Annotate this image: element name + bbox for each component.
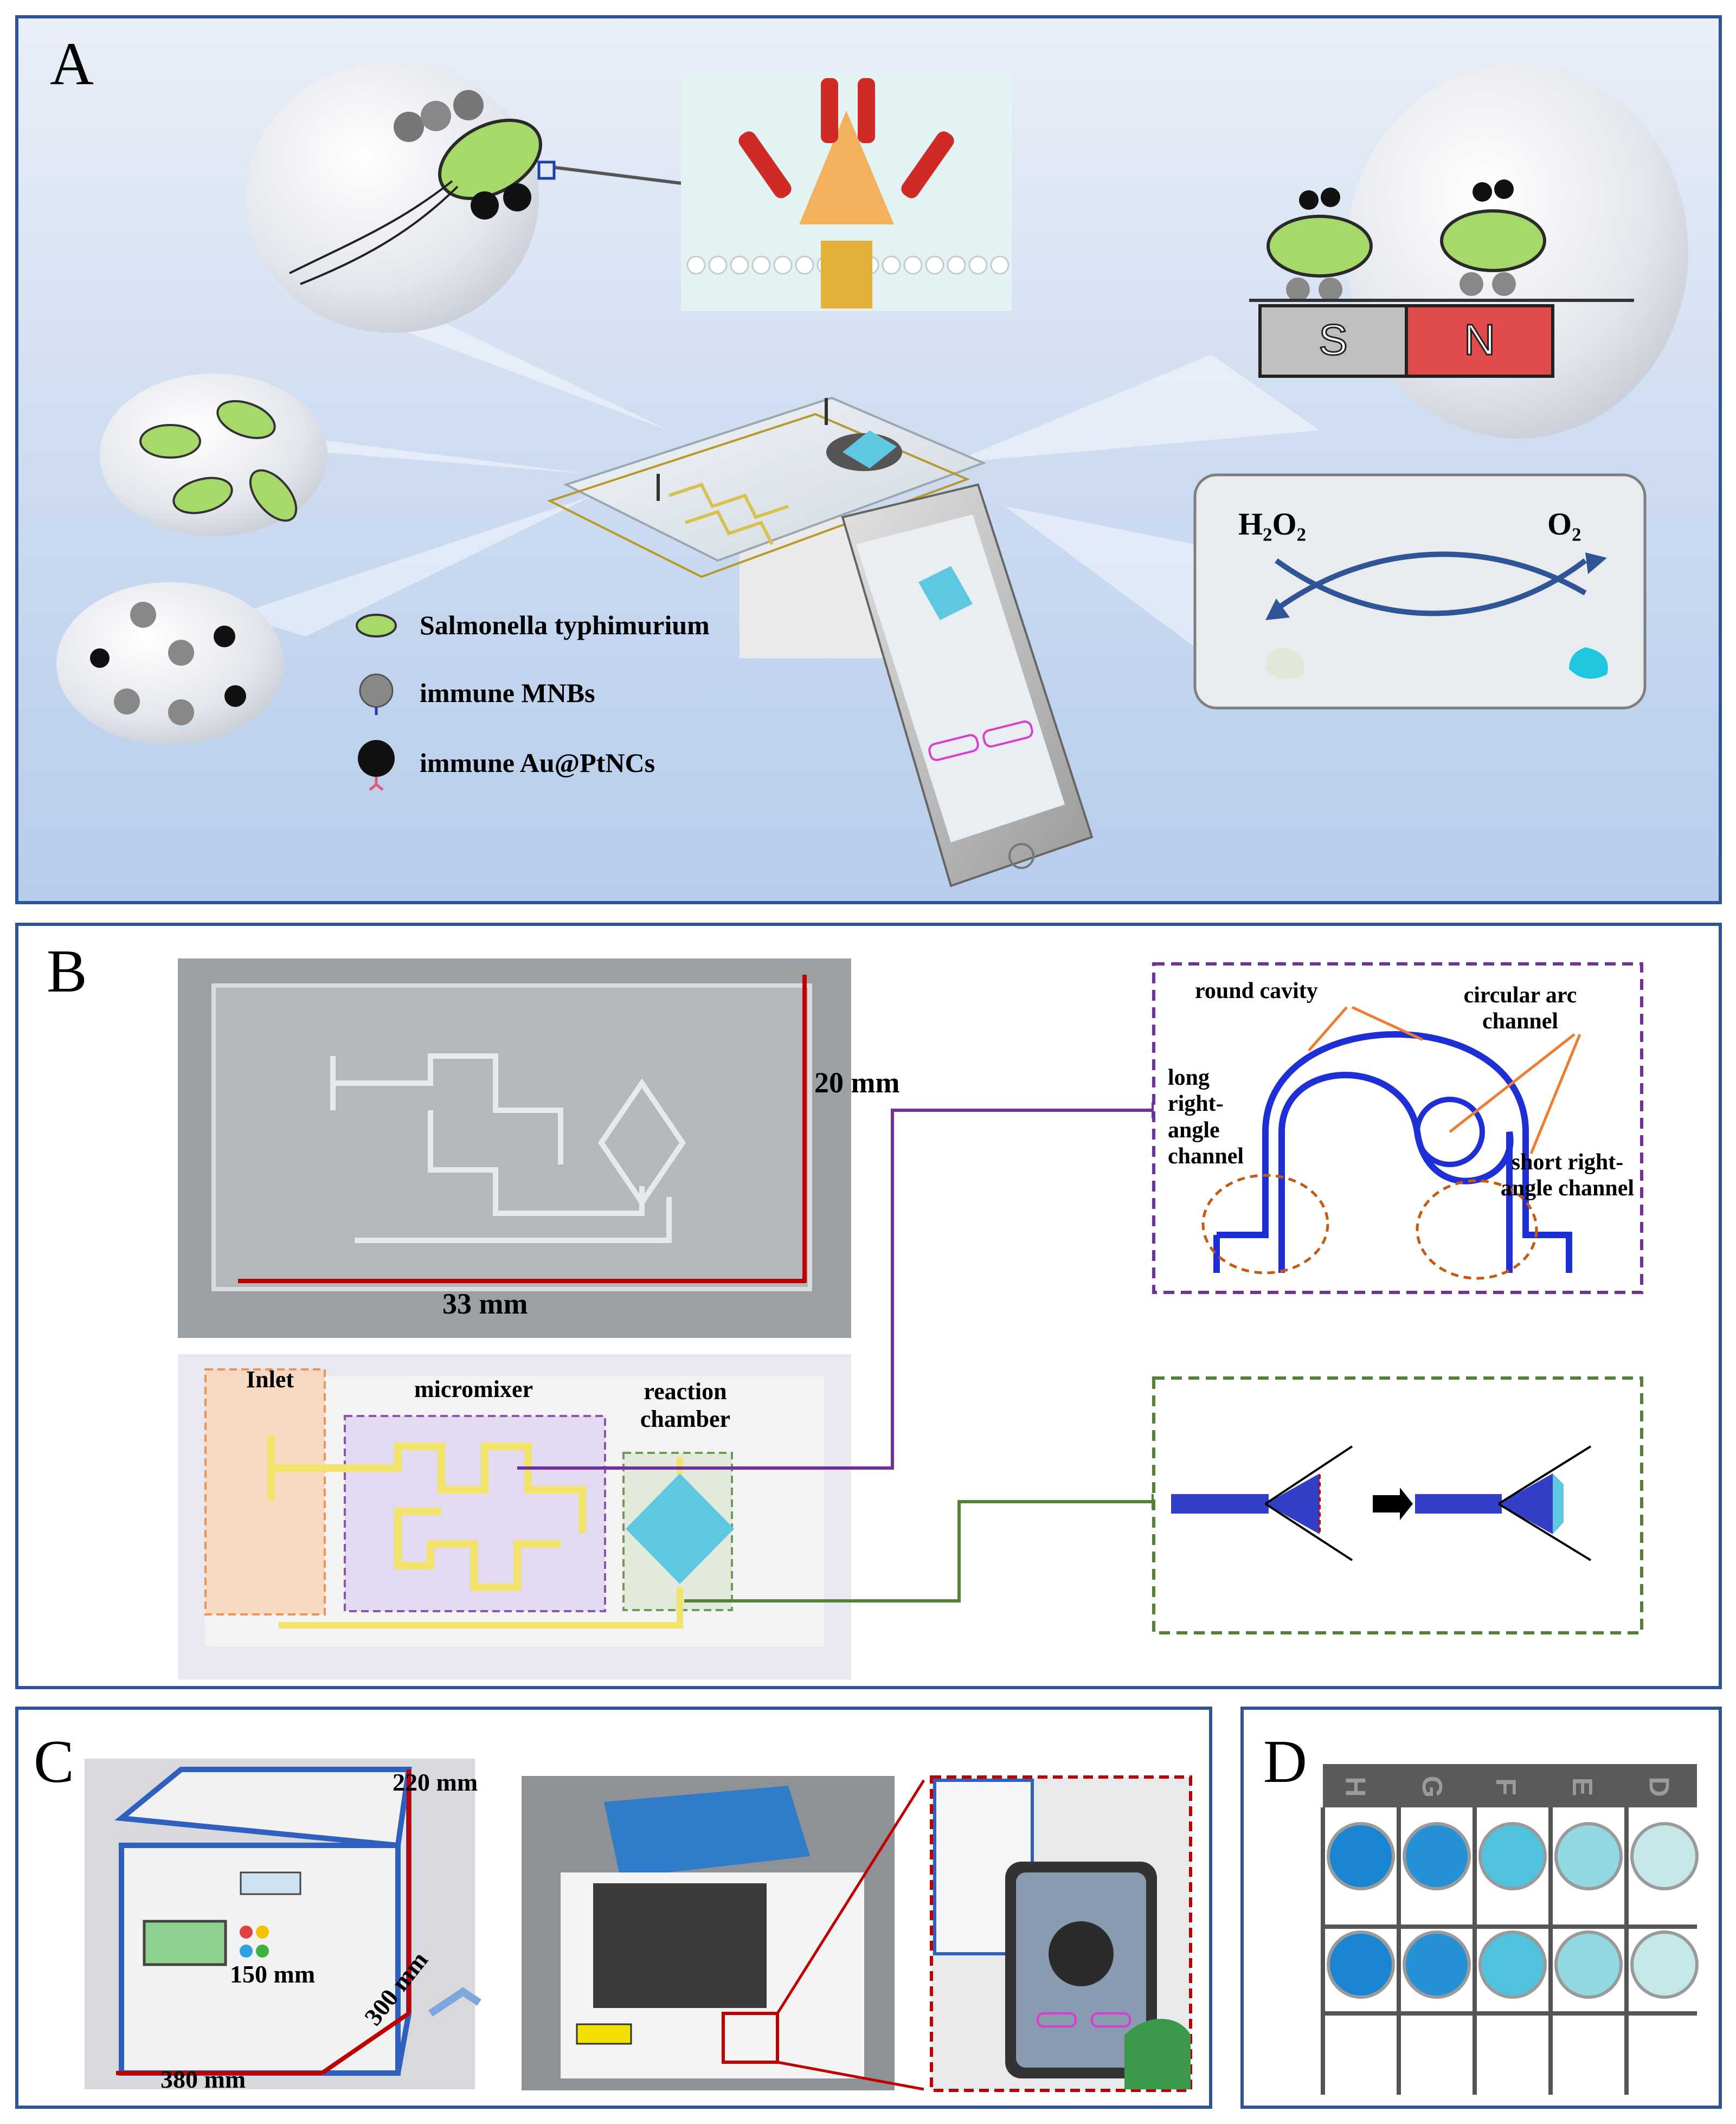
- product-label: O₂: [1547, 506, 1581, 542]
- panel-b: B: [15, 923, 1722, 1689]
- chip-photo: [178, 958, 851, 1338]
- smartphone-illustration: [841, 483, 1094, 887]
- mnb-icon: [359, 673, 394, 715]
- plate-row-label: F: [1489, 1778, 1521, 1795]
- chip-height-label: 20 mm: [814, 1066, 900, 1099]
- circular-arc-channel-label: circular arc channel: [1463, 983, 1577, 1034]
- legend-item: immune MNBs: [349, 669, 837, 718]
- magnet-bubble: S N: [1249, 65, 1688, 439]
- legend-item: immune Au@PtNCs: [349, 737, 837, 791]
- reaction-chamber-label: reaction chamber: [640, 1378, 731, 1432]
- dim-inner-label: 150 mm: [230, 1960, 316, 1988]
- panel-a-letter: A: [50, 30, 94, 98]
- legend-item: Salmonella typhimurium: [349, 601, 837, 650]
- chip-width-label: 33 mm: [442, 1288, 528, 1320]
- panel-c: C: [15, 1707, 1212, 2109]
- legend-label: immune MNBs: [420, 678, 595, 708]
- panel-c-letter: C: [34, 1728, 74, 1795]
- arrow-chamber: [684, 1500, 1152, 1602]
- panel-b-letter: B: [47, 938, 87, 1005]
- plate-row-label: G: [1416, 1775, 1448, 1798]
- panel-c-illustration: [85, 1759, 1192, 2092]
- panel-b-illustration: [178, 958, 1643, 1679]
- phone-zoom-inset: [930, 1775, 1192, 2092]
- chamber-detail-box: [1152, 1376, 1643, 1634]
- well-plate-photo: [1321, 1764, 1699, 2095]
- short-right-angle-channel-label: short right-angle channel: [1500, 1150, 1635, 1201]
- bacteria-bubble: [100, 374, 327, 536]
- panel-d: D H G F E D: [1240, 1707, 1722, 2109]
- arrow-micromixer: [517, 1109, 1152, 1470]
- instrument-render: [85, 1759, 481, 2089]
- nanoparticles-bubble: [56, 582, 284, 745]
- process-arrow: [1373, 1488, 1413, 1520]
- magnet-south: S: [1319, 316, 1347, 364]
- panel-a-illustration: S N: [56, 62, 1688, 887]
- dim-length-label: 380 mm: [160, 2065, 246, 2093]
- reactant-label: H₂O₂: [1238, 506, 1307, 542]
- inlet-label: Inlet: [246, 1366, 294, 1393]
- channel-detail-box: [1152, 962, 1643, 1294]
- callout-cones: [235, 300, 1320, 647]
- legend-label: Salmonella typhimurium: [420, 610, 710, 640]
- magnet-north: N: [1464, 316, 1495, 364]
- reaction-box: [1193, 473, 1647, 710]
- nanocluster-icon: [358, 740, 395, 791]
- panel-d-letter: D: [1263, 1728, 1307, 1795]
- long-right-angle-channel-label: long right-angle channel: [1168, 1065, 1244, 1169]
- plate-row-label: H: [1339, 1777, 1371, 1797]
- plate-row-label: D: [1643, 1777, 1675, 1797]
- instrument-photo: [522, 1776, 925, 2091]
- panel-a: A: [15, 15, 1722, 904]
- dim-height-label: 220 mm: [393, 1768, 478, 1796]
- round-cavity-label: round cavity: [1195, 979, 1318, 1003]
- bacterium-antibody-bubble: [246, 62, 703, 333]
- bacterium-icon: [356, 614, 397, 638]
- plate-row-label: E: [1566, 1777, 1598, 1797]
- micromixer-label: micromixer: [414, 1376, 533, 1402]
- antibody-membrane-inset: [681, 73, 1012, 311]
- legend-label: immune Au@PtNCs: [420, 748, 655, 778]
